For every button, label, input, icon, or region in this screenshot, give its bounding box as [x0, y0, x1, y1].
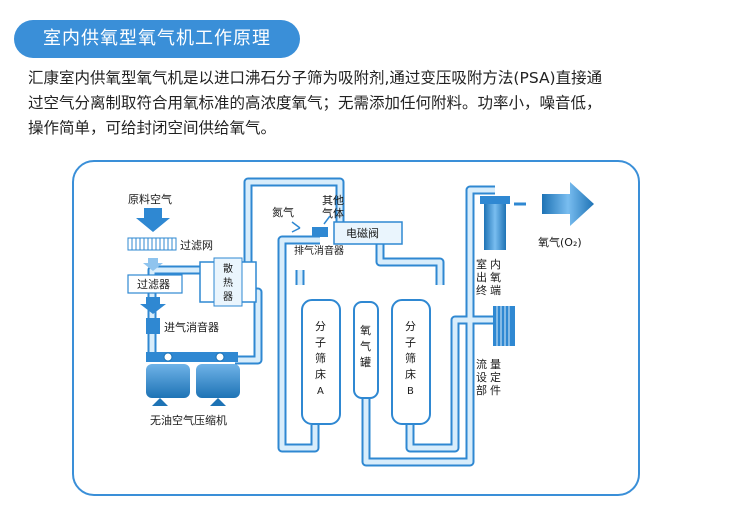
svg-text:气: 气 — [360, 339, 371, 353]
svg-text:B: B — [407, 386, 414, 397]
flow-setting-label: 流 量 设 定 部 件 — [476, 357, 501, 397]
svg-text:流: 流 — [476, 357, 487, 371]
svg-text:氧: 氧 — [360, 323, 371, 337]
svg-text:筛: 筛 — [405, 351, 416, 365]
oxygen-output-label: 氧气(O₂) — [538, 235, 582, 249]
oxygen-tank-label: 氧 气 罐 — [360, 323, 371, 369]
solenoid-valve — [333, 221, 403, 245]
raw-air-label: 原料空气 — [128, 192, 172, 206]
svg-text:床: 床 — [315, 367, 326, 381]
down-arrow-icon — [140, 297, 166, 314]
filter-box — [127, 274, 183, 294]
svg-text:件: 件 — [490, 384, 501, 397]
sieve-bed-b-label: 分 子 筛 床 B — [405, 320, 416, 397]
heat-sink-label-2: 热 — [223, 276, 233, 289]
exhaust-muffler — [312, 227, 328, 237]
svg-text:部: 部 — [476, 383, 487, 397]
sieve-bed-b — [391, 299, 431, 425]
intro-line-2: 过空气分离制取符合用氧标准的高浓度氧气；无需添加任何附料。功率小，噪音低， — [28, 94, 602, 112]
svg-text:筛: 筛 — [315, 351, 326, 365]
intake-muffler-label: 进气消音器 — [164, 320, 219, 334]
intake-muffler — [146, 318, 160, 334]
filter-net-label: 过滤网 — [180, 239, 213, 252]
svg-text:量: 量 — [490, 358, 501, 371]
intro-text: 汇康室内供氧型氧气机是以进口沸石分子筛为吸附剂,通过变压吸附方法(PSA)直接通… — [28, 66, 718, 141]
svg-text:A: A — [317, 386, 324, 397]
intro-line-1: 汇康室内供氧型氧气机是以进口沸石分子筛为吸附剂,通过变压吸附方法(PSA)直接通 — [28, 69, 603, 87]
svg-text:终: 终 — [476, 283, 487, 297]
svg-text:端: 端 — [490, 284, 501, 297]
svg-text:出: 出 — [476, 270, 487, 284]
svg-text:氧: 氧 — [490, 270, 501, 284]
heat-sink-label-1: 散 — [223, 262, 233, 275]
oxygen-output-arrow-icon — [542, 182, 594, 226]
svg-text:分: 分 — [315, 320, 326, 333]
compressor — [146, 352, 240, 406]
heat-sink-label-3: 器 — [223, 291, 233, 303]
flow-setting-component — [493, 306, 515, 346]
svg-text:室: 室 — [476, 257, 487, 271]
intro-line-3: 操作简单，可给封闭空间供给氧气。 — [28, 119, 277, 137]
svg-text:分: 分 — [405, 320, 416, 333]
indoor-outlet — [480, 196, 510, 250]
solenoid-valve-label: 电磁阀 — [346, 226, 379, 240]
svg-text:子: 子 — [405, 336, 416, 349]
sieve-bed-a-label: 分 子 筛 床 A — [315, 320, 326, 397]
filter-net — [127, 237, 177, 251]
svg-text:内: 内 — [490, 257, 501, 271]
compressor-label: 无油空气压缩机 — [150, 413, 227, 427]
arrow-icon — [323, 215, 331, 225]
other-gas-label-2: 气体 — [322, 206, 344, 220]
down-arrow-icon — [136, 208, 170, 232]
arrow-icon — [291, 221, 301, 233]
sieve-bed-a — [301, 299, 341, 425]
svg-text:子: 子 — [315, 336, 326, 349]
oxygen-tank — [353, 301, 379, 399]
svg-text:床: 床 — [405, 367, 416, 381]
down-arrow-icon — [143, 258, 163, 271]
filter-label: 过滤器 — [137, 278, 170, 291]
heat-sink — [199, 257, 257, 307]
exhaust-muffler-label: 排气消音器 — [294, 244, 344, 257]
svg-text:定: 定 — [490, 370, 501, 384]
other-gas-label-1: 其他 — [322, 194, 344, 207]
page-title: 室内供氧型氧气机工作原理 — [14, 20, 300, 58]
nitrogen-label: 氮气 — [272, 205, 294, 219]
svg-text:罐: 罐 — [360, 356, 371, 369]
indoor-outlet-label: 室 内 出 氧 终 端 — [476, 257, 501, 297]
svg-text:设: 设 — [476, 371, 487, 384]
